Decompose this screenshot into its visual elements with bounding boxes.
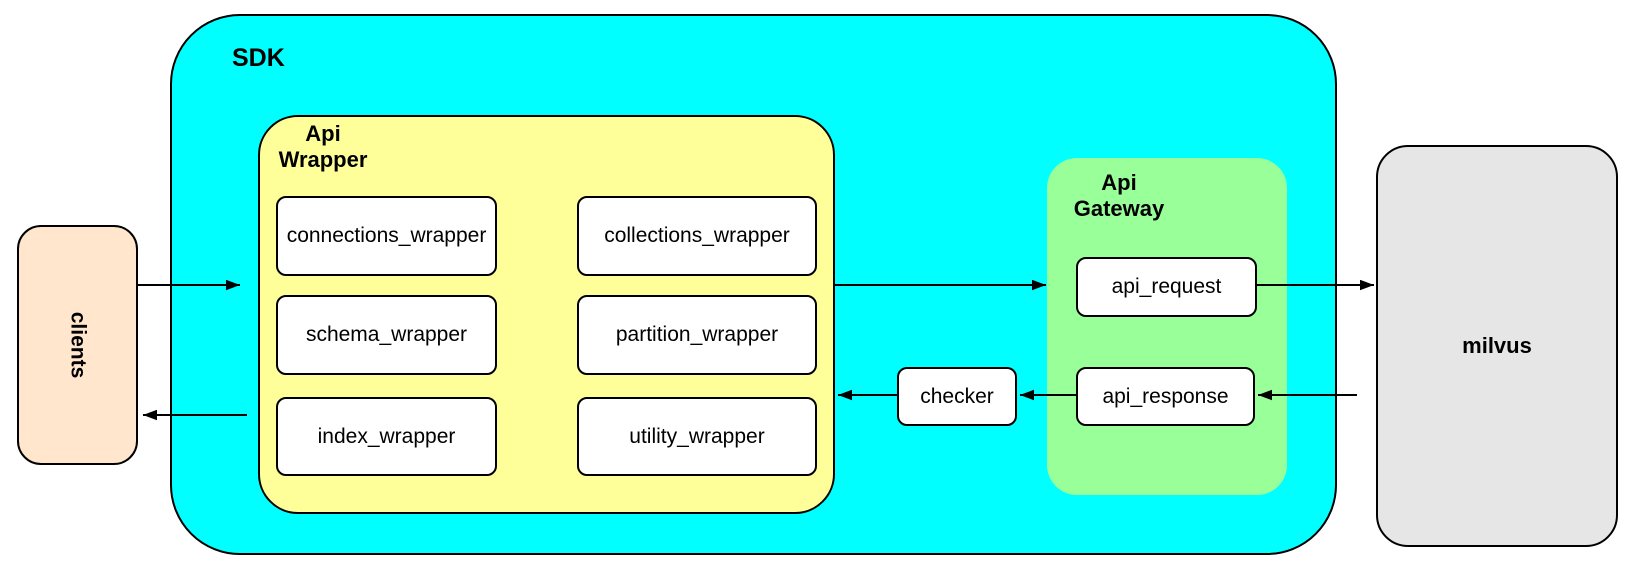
connections-wrapper-box: connections_wrapper — [276, 196, 497, 276]
index-wrapper-box: index_wrapper — [276, 397, 497, 476]
api-gateway-container: Api Gateway — [1047, 158, 1287, 495]
clients-node: clients — [17, 225, 138, 465]
api-wrapper-label: Api Wrapper — [278, 121, 368, 172]
api-gateway-label: Api Gateway — [1073, 170, 1165, 221]
clients-label: clients — [66, 311, 90, 379]
partition-wrapper-box: partition_wrapper — [577, 295, 817, 375]
sdk-label: SDK — [232, 44, 285, 72]
collections-wrapper-box: collections_wrapper — [577, 196, 817, 276]
schema-wrapper-box: schema_wrapper — [276, 295, 497, 375]
utility-wrapper-box: utility_wrapper — [577, 397, 817, 476]
api-response-box: api_response — [1076, 367, 1255, 426]
milvus-node: milvus — [1376, 145, 1618, 547]
milvus-label: milvus — [1462, 333, 1532, 358]
api-request-box: api_request — [1076, 257, 1257, 317]
checker-box: checker — [897, 367, 1017, 426]
